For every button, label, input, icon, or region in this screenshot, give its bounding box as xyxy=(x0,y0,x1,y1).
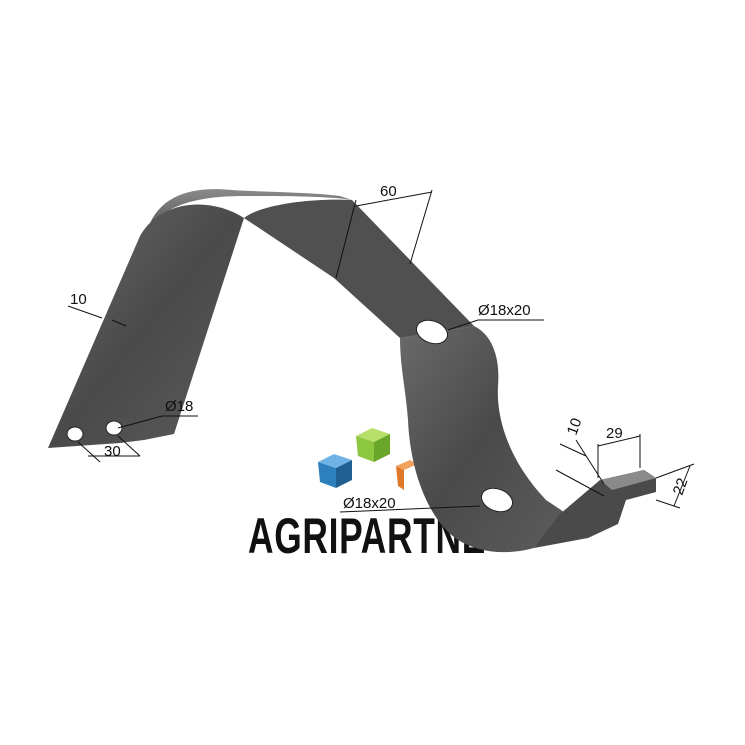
tine-part xyxy=(48,189,656,553)
dim-hole-diameter: Ø18 xyxy=(165,398,193,415)
left-leg xyxy=(48,204,244,448)
dim-tip-thickness: 10 xyxy=(564,416,586,437)
upper-bridge xyxy=(244,199,474,338)
slot-lower xyxy=(481,487,513,513)
tip-top xyxy=(600,470,656,490)
dim-slot-lower: Ø18x20 xyxy=(343,495,396,512)
orange-cube-icon xyxy=(396,460,418,490)
dim-width-top: 60 xyxy=(380,183,397,200)
tip-block xyxy=(534,470,656,548)
blue-cube-icon xyxy=(318,454,352,488)
lower-loop xyxy=(400,326,564,553)
dim-slot-upper: Ø18x20 xyxy=(478,302,531,319)
green-cube-icon xyxy=(356,428,390,462)
hole-left-2 xyxy=(105,420,123,436)
dimension-lines xyxy=(67,189,695,513)
hole-left-1 xyxy=(66,426,84,442)
slot-upper xyxy=(416,319,448,345)
logo-cubes xyxy=(318,428,418,490)
dim-thickness-left: 10 xyxy=(70,291,87,308)
dim-hole-spacing: 30 xyxy=(104,443,121,460)
dim-tip-height: 22 xyxy=(670,476,692,497)
top-edge xyxy=(148,189,352,228)
dim-tip-width: 29 xyxy=(606,425,623,442)
